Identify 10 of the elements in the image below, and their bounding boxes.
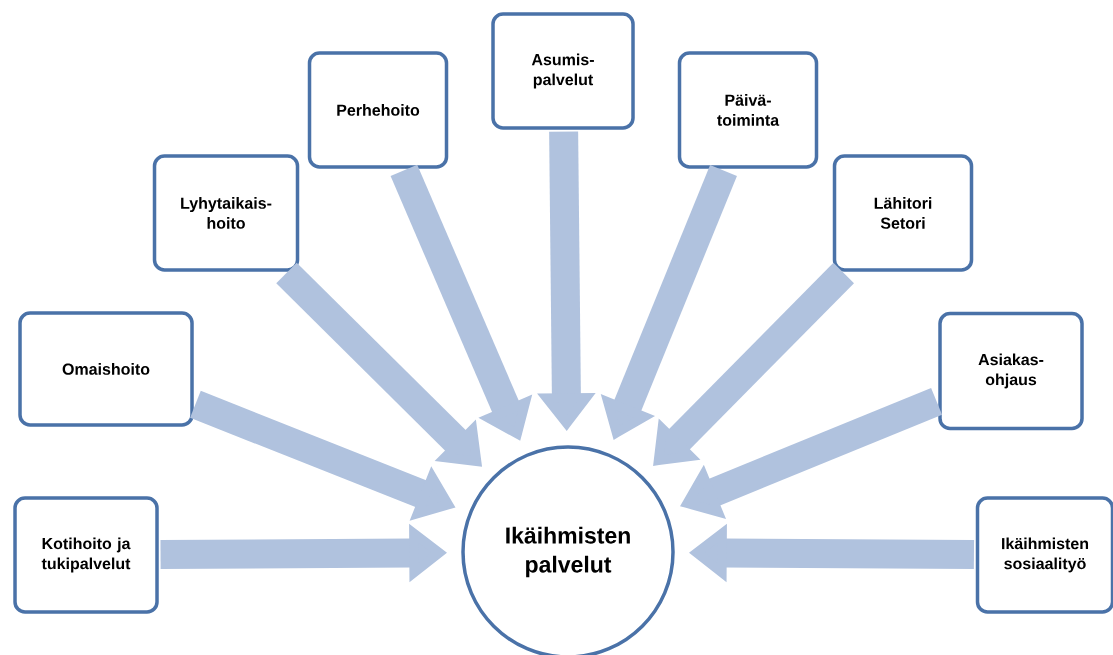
service-box: Omaishoito (18, 311, 194, 427)
service-box: Perhehoito (307, 51, 449, 169)
block-arrow (653, 262, 854, 466)
service-box: Asiakas- ohjaus (938, 311, 1084, 431)
service-box: Ikäihmisten sosiaalityö (975, 496, 1113, 614)
service-box: Päivä- toiminta (677, 51, 819, 169)
service-box: Asumis- palvelut (491, 12, 635, 130)
service-box: Lyhytaikais- hoito (152, 154, 300, 272)
service-box: Lähitori Setori (832, 154, 974, 272)
service-box: Kotihoito ja tukipalvelut (13, 496, 159, 614)
